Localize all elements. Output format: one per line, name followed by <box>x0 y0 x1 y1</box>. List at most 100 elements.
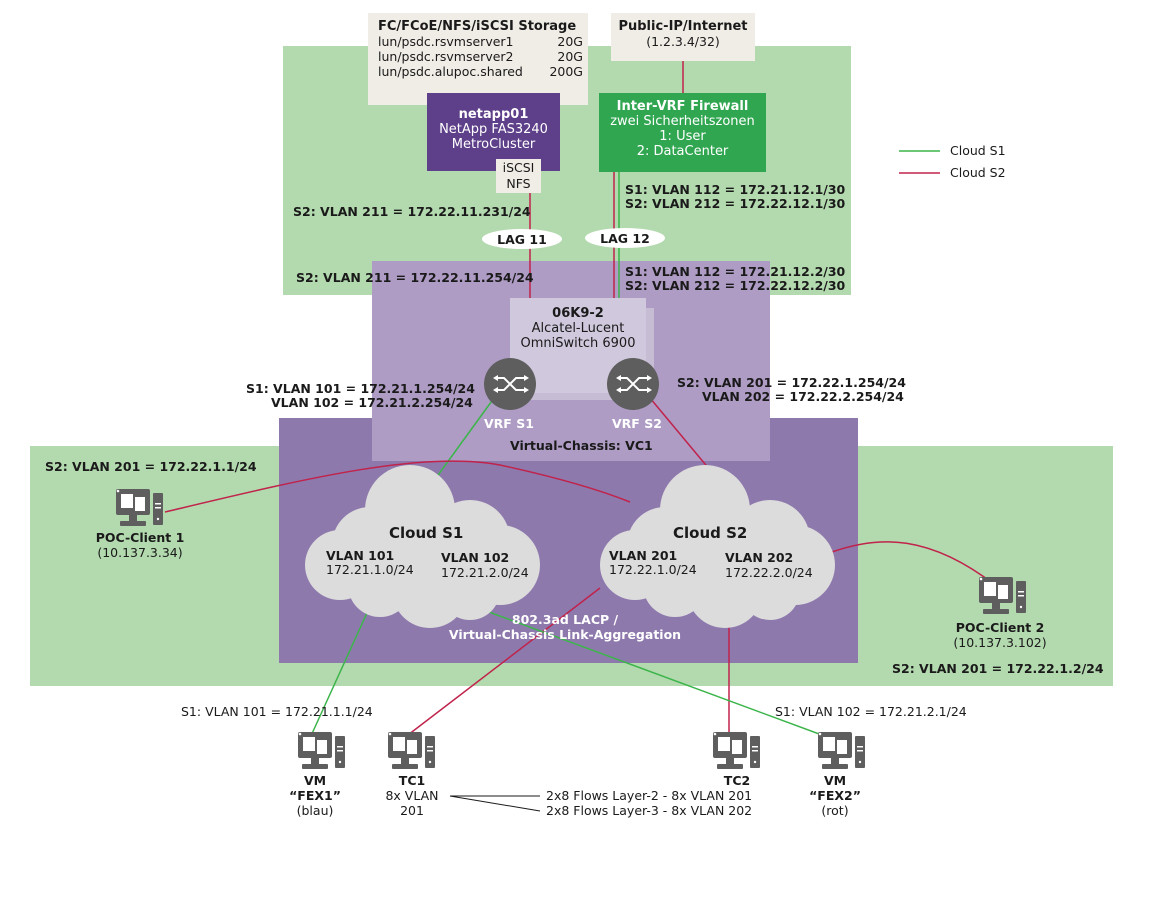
cloud-s2-subnet201: 172.22.1.0/24 <box>609 562 697 577</box>
switch-lag12-ip-s2: S2: VLAN 212 = 172.22.12.2/30 <box>625 278 846 293</box>
tc2-name: TC2 <box>723 773 751 788</box>
fex2-labels: VM “FEX2” (rot) <box>795 773 875 818</box>
protocol-nfs: NFS <box>506 176 531 191</box>
vrf-s2-router-icon <box>607 358 659 410</box>
cloud-s1-shape <box>305 465 540 628</box>
internet-ip: (1.2.3.4/32) <box>646 34 720 49</box>
netapp-name: netapp01 <box>458 107 529 122</box>
storage-box <box>368 13 588 105</box>
fex1-type: VM <box>303 773 327 788</box>
poc1-vlan-label: S2: VLAN 201 = 172.22.1.1/24 <box>45 459 257 474</box>
lun-size: 20G <box>557 49 583 64</box>
switch-lag11-ip: S2: VLAN 211 = 172.22.11.254/24 <box>296 270 534 285</box>
lun-row: lun/psdc.rsvmserver1 20G <box>378 34 583 49</box>
lacp-label: 802.3ad LACP / Virtual-Chassis Link-Aggr… <box>440 612 690 642</box>
fex2-name: “FEX2” <box>809 788 861 803</box>
tc1-name: TC1 <box>398 773 426 788</box>
poc2-vlan-label: S2: VLAN 201 = 172.22.1.2/24 <box>892 661 1104 676</box>
legend-s1: Cloud S1 <box>950 143 1006 158</box>
link-clouds1-fex1 <box>309 601 373 739</box>
fex2-computer-icon <box>816 730 868 774</box>
flow-layer2: 2x8 Flows Layer-2 - 8x VLAN 201 <box>546 788 753 803</box>
poc1-computer-icon <box>114 487 166 531</box>
fex1-name: “FEX1” <box>289 788 341 803</box>
lun-name: lun/psdc.rsvmserver1 <box>378 34 514 49</box>
link-clouds2-tc1 <box>403 587 601 739</box>
netapp-ip-label: S2: VLAN 211 = 172.22.11.231/24 <box>293 204 531 219</box>
legend-s2: Cloud S2 <box>950 165 1006 180</box>
lun-name: lun/psdc.rsvmserver2 <box>378 49 514 64</box>
firewall-ip-s1: S1: VLAN 112 = 172.21.12.1/30 <box>625 182 846 197</box>
poc2-computer-icon <box>977 575 1029 619</box>
poc2-ip: (10.137.3.102) <box>953 635 1047 650</box>
cloud-s2-title: Cloud S2 <box>673 524 748 542</box>
link-clouds2-poc2 <box>831 541 996 586</box>
vrf-s1-ip-101: S1: VLAN 101 = 172.21.1.254/24 <box>246 381 475 396</box>
flow-layer3: 2x8 Flows Layer-3 - 8x VLAN 202 <box>546 803 753 818</box>
lun-size: 20G <box>557 34 583 49</box>
poc1-name: POC-Client 1 <box>95 530 185 545</box>
vrf-s2-ip-201: S2: VLAN 201 = 172.22.1.254/24 <box>677 375 906 390</box>
firewall-box: Inter-VRF Firewall zwei Sicherheitszonen… <box>599 93 766 172</box>
switch-name: 06K9-2 <box>552 306 604 321</box>
fex2-vlan-label: S1: VLAN 102 = 172.21.2.1/24 <box>775 704 967 719</box>
fex1-vlan-label: S1: VLAN 101 = 172.21.1.1/24 <box>181 704 373 719</box>
firewall-title: Inter-VRF Firewall <box>616 99 749 114</box>
fex2-type: VM <box>823 773 847 788</box>
netapp-type: MetroCluster <box>451 137 536 152</box>
cloud-s1-vlan102: VLAN 102 <box>441 550 510 565</box>
poc1-ip: (10.137.3.34) <box>97 545 183 560</box>
cloud-s1-title: Cloud S1 <box>389 524 464 542</box>
switch-vendor: Alcatel-Lucent <box>531 321 625 336</box>
cloud-s2-vlan202: VLAN 202 <box>725 550 794 565</box>
firewall-subtitle: zwei Sicherheitszonen <box>610 114 755 129</box>
firewall-zone-datacenter: 2: DataCenter <box>636 144 729 159</box>
cloud-s1-subnet101: 172.21.1.0/24 <box>326 562 414 577</box>
lag-12: LAG 12 <box>585 228 665 248</box>
virtual-chassis-label: Virtual-Chassis: VC1 <box>510 438 653 453</box>
storage-title: FC/FCoE/NFS/iSCSI Storage <box>378 19 577 34</box>
lun-name: lun/psdc.alupoc.shared <box>378 64 523 79</box>
link-vrfs2-clouds2 <box>649 397 711 471</box>
fex1-color: (blau) <box>296 803 334 818</box>
lun-size: 200G <box>549 64 583 79</box>
lacp-line2: Virtual-Chassis Link-Aggregation <box>448 627 682 642</box>
vrf-s1-router-icon <box>484 358 536 410</box>
flow-line-l3 <box>449 795 541 812</box>
poc2-labels: POC-Client 2 (10.137.3.102) <box>940 620 1060 650</box>
tc1-labels: TC1 8x VLAN 201 <box>372 773 452 818</box>
poc2-name: POC-Client 2 <box>955 620 1045 635</box>
lun-row: lun/psdc.rsvmserver2 20G <box>378 49 583 64</box>
cloud-s2-subnet202: 172.22.2.0/24 <box>725 565 813 580</box>
lacp-line1: 802.3ad LACP / <box>511 612 619 627</box>
poc1-labels: POC-Client 1 (10.137.3.34) <box>80 530 200 560</box>
fex2-color: (rot) <box>821 803 849 818</box>
internet-box: Public-IP/Internet (1.2.3.4/32) <box>611 13 755 61</box>
cloud-s1-vlan101: VLAN 101 <box>326 548 395 563</box>
cloud-s1-subnet102: 172.21.2.0/24 <box>441 565 529 580</box>
vrf-s1-label: VRF S1 <box>484 416 534 431</box>
vrf-s2-label: VRF S2 <box>612 416 662 431</box>
fex1-labels: VM “FEX1” (blau) <box>275 773 355 818</box>
protocol-iscsi: iSCSI <box>502 160 535 175</box>
internet-title: Public-IP/Internet <box>618 19 748 34</box>
netapp-protocols: iSCSI NFS <box>496 159 541 193</box>
cloud-s2-vlan201: VLAN 201 <box>609 548 678 563</box>
tc1-vlan-id: 201 <box>400 803 424 818</box>
tc2-computer-icon <box>711 730 763 774</box>
netapp-box: netapp01 NetApp FAS3240 MetroCluster <box>427 93 560 171</box>
firewall-ip-s2: S2: VLAN 212 = 172.22.12.1/30 <box>625 196 846 211</box>
tc1-vlan: 8x VLAN <box>385 788 439 803</box>
lun-row: lun/psdc.alupoc.shared 200G <box>378 64 583 79</box>
link-clouds1-fex2 <box>469 604 831 739</box>
vrf-s2-ip-202: VLAN 202 = 172.22.2.254/24 <box>702 389 904 404</box>
link-poc1-clouds2 <box>164 460 631 513</box>
fex1-computer-icon <box>296 730 348 774</box>
switch-model: OmniSwitch 6900 <box>520 336 636 351</box>
vrf-s1-ip-102: VLAN 102 = 172.21.2.254/24 <box>271 395 473 410</box>
firewall-zone-user: 1: User <box>659 129 706 144</box>
netapp-model: NetApp FAS3240 <box>439 122 548 137</box>
switch-lag12-ip-s1: S1: VLAN 112 = 172.21.12.2/30 <box>625 264 846 279</box>
storage-content: FC/FCoE/NFS/iSCSI Storage lun/psdc.rsvms… <box>378 19 583 79</box>
